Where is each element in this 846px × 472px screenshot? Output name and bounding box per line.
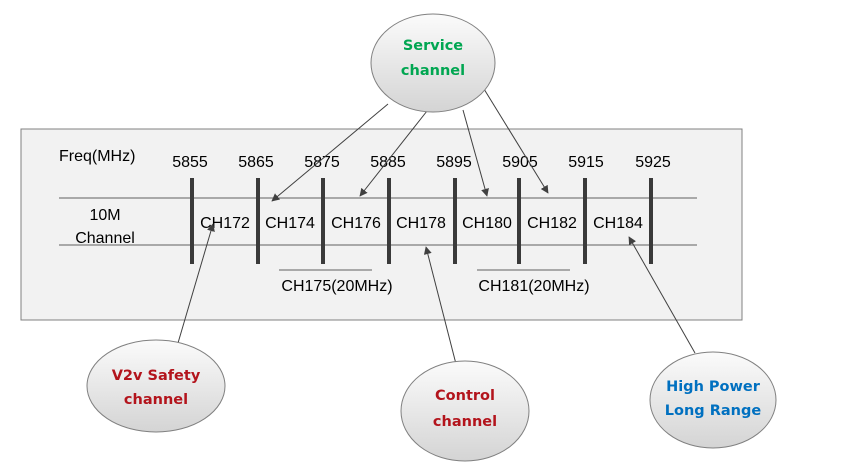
- freq-axis-label: Freq(MHz): [59, 148, 135, 165]
- bubble-text: channel: [124, 392, 188, 408]
- bubble-text: channel: [401, 63, 465, 79]
- service-arrow: [359, 110, 428, 197]
- bubble-text: High Power: [666, 379, 761, 395]
- channel-label: CH178: [396, 215, 446, 232]
- channel-label: CH176: [331, 215, 381, 232]
- channel-label: CH184: [593, 215, 643, 232]
- control-channel-bubble: Control channel: [400, 360, 530, 462]
- service-channel-bubble: Service channel: [370, 13, 496, 113]
- bubble-text: channel: [433, 414, 497, 430]
- bubble-text: Control: [435, 388, 495, 404]
- spectrum-panel: [20, 128, 743, 321]
- freq-label: 5915: [568, 154, 604, 171]
- row-label-line1: 10M: [89, 207, 120, 224]
- v2v-safety-bubble: V2v Safety channel: [86, 339, 226, 433]
- bubble-text: V2v Safety: [112, 368, 201, 384]
- control-arrow: [423, 246, 457, 365]
- wide-channel-label: CH175(20MHz): [281, 278, 392, 295]
- freq-label: 5855: [172, 154, 208, 171]
- row-label-line2: Channel: [75, 230, 135, 247]
- freq-label: 5905: [502, 154, 538, 171]
- bubble-text: Long Range: [665, 403, 762, 419]
- channel-label: CH172: [200, 215, 250, 232]
- highpower-arrow: [628, 236, 696, 354]
- safety-arrow: [177, 223, 215, 344]
- channel-label: CH174: [265, 215, 315, 232]
- channel-label: CH180: [462, 215, 512, 232]
- freq-label: 5885: [370, 154, 406, 171]
- freq-label: 5895: [436, 154, 472, 171]
- channel-label: CH182: [527, 215, 577, 232]
- service-arrow: [271, 103, 389, 202]
- service-arrow: [483, 88, 549, 194]
- wide-channel-label: CH181(20MHz): [478, 278, 589, 295]
- service-arrow: [462, 109, 489, 197]
- freq-label: 5865: [238, 154, 274, 171]
- high-power-bubble: High Power Long Range: [649, 351, 777, 449]
- bubble-text: Service: [403, 38, 463, 54]
- freq-label: 5875: [304, 154, 340, 171]
- freq-label: 5925: [635, 154, 671, 171]
